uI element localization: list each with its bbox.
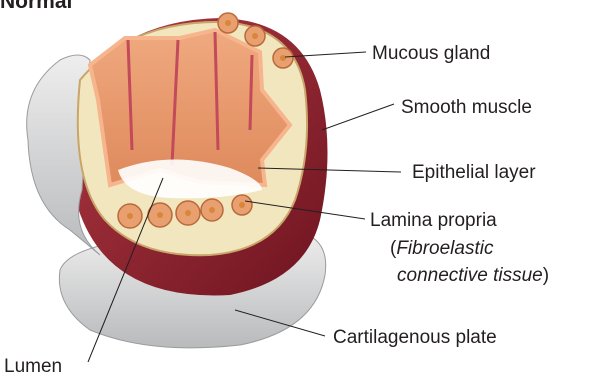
paren-close: ) [543, 265, 549, 286]
label-lamina-propria-detail-line2: connective tissue) [397, 265, 549, 287]
label-epithelial-layer: Epithelial layer [412, 162, 536, 184]
lamina-detail-connective-tissue: connective tissue [397, 265, 543, 286]
label-lamina-propria-detail-line1: (Fibroelastic [390, 238, 493, 260]
label-mucous-gland: Mucous gland [372, 43, 490, 65]
label-smooth-muscle: Smooth muscle [401, 97, 532, 119]
lamina-detail-fibroelastic: Fibroelastic [396, 238, 493, 259]
figure-title: Normal [0, 0, 72, 14]
label-lumen: Lumen [4, 356, 62, 378]
label-cartilaginous-plate: Cartilagenous plate [333, 327, 497, 349]
label-lamina-propria: Lamina propria [370, 210, 497, 232]
leader-line-smooth-muscle [322, 104, 394, 130]
